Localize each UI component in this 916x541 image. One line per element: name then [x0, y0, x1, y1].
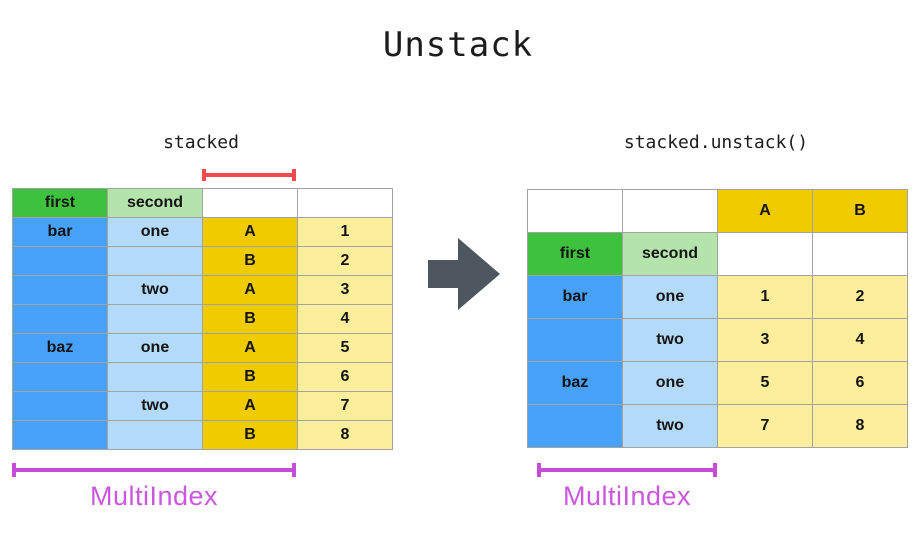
table-cell: one	[107, 217, 203, 247]
table-cell-empty	[12, 420, 108, 450]
table-cell: one	[107, 333, 203, 363]
table-cell: 1	[717, 275, 813, 319]
table-cell: 3	[717, 318, 813, 362]
table-cell: 7	[297, 391, 393, 421]
table-cell: 6	[297, 362, 393, 392]
multiindex-label-right: MultiIndex	[562, 481, 692, 511]
table-cell-empty	[527, 404, 623, 448]
table-cell: bar	[527, 275, 623, 319]
table-cell: 2	[812, 275, 908, 319]
table-cell-empty	[202, 188, 298, 218]
table-cell: B	[812, 189, 908, 233]
bracket-line	[202, 173, 296, 177]
table-cell-empty	[622, 189, 718, 233]
table-cell: 8	[297, 420, 393, 450]
table-cell: B	[202, 420, 298, 450]
table-cell: A	[202, 333, 298, 363]
table-cell-empty	[12, 246, 108, 276]
table-cell: A	[717, 189, 813, 233]
table-cell: 5	[717, 361, 813, 405]
table-cell: second	[107, 188, 203, 218]
table-cell-empty	[12, 304, 108, 334]
table-cell-empty	[297, 188, 393, 218]
table-cell: 8	[812, 404, 908, 448]
page-title: Unstack	[382, 25, 534, 65]
table-cell: two	[622, 318, 718, 362]
table-cell: A	[202, 275, 298, 305]
bracket-line	[537, 468, 717, 472]
table-cell-empty	[107, 304, 203, 334]
table-cell: first	[12, 188, 108, 218]
table-cell: bar	[12, 217, 108, 247]
table-cell-empty	[107, 362, 203, 392]
table-cell-empty	[12, 275, 108, 305]
table-cell: one	[622, 275, 718, 319]
table-cell: two	[622, 404, 718, 448]
right-arrow-icon	[428, 238, 500, 310]
table-cell-empty	[107, 420, 203, 450]
multiindex-bracket-right	[537, 463, 717, 477]
stacked-unstack-label: stacked.unstack()	[623, 132, 809, 153]
table-cell: 4	[297, 304, 393, 334]
table-cell-empty	[812, 232, 908, 276]
table-cell: 7	[717, 404, 813, 448]
table-cell-empty	[527, 318, 623, 362]
table-cell: 2	[297, 246, 393, 276]
stacked-label: stacked	[163, 132, 239, 153]
table-cell: second	[622, 232, 718, 276]
table-cell: one	[622, 361, 718, 405]
table-cell: B	[202, 362, 298, 392]
table-cell: A	[202, 391, 298, 421]
table-cell: 6	[812, 361, 908, 405]
table-cell: two	[107, 275, 203, 305]
table-cell-empty	[107, 246, 203, 276]
table-cell-empty	[717, 232, 813, 276]
table-cell: B	[202, 304, 298, 334]
table-cell: A	[202, 217, 298, 247]
table-cell: two	[107, 391, 203, 421]
bracket-line	[12, 468, 296, 472]
table-cell: 3	[297, 275, 393, 305]
table-cell-empty	[527, 189, 623, 233]
unstack-column-bracket	[202, 169, 296, 181]
table-cell: B	[202, 246, 298, 276]
table-cell: 1	[297, 217, 393, 247]
table-cell: 5	[297, 333, 393, 363]
table-cell: first	[527, 232, 623, 276]
table-cell-empty	[12, 391, 108, 421]
multiindex-label-left: MultiIndex	[89, 481, 219, 511]
table-cell: baz	[12, 333, 108, 363]
table-cell: baz	[527, 361, 623, 405]
multiindex-bracket-left	[12, 463, 296, 477]
table-cell: 4	[812, 318, 908, 362]
table-cell-empty	[12, 362, 108, 392]
